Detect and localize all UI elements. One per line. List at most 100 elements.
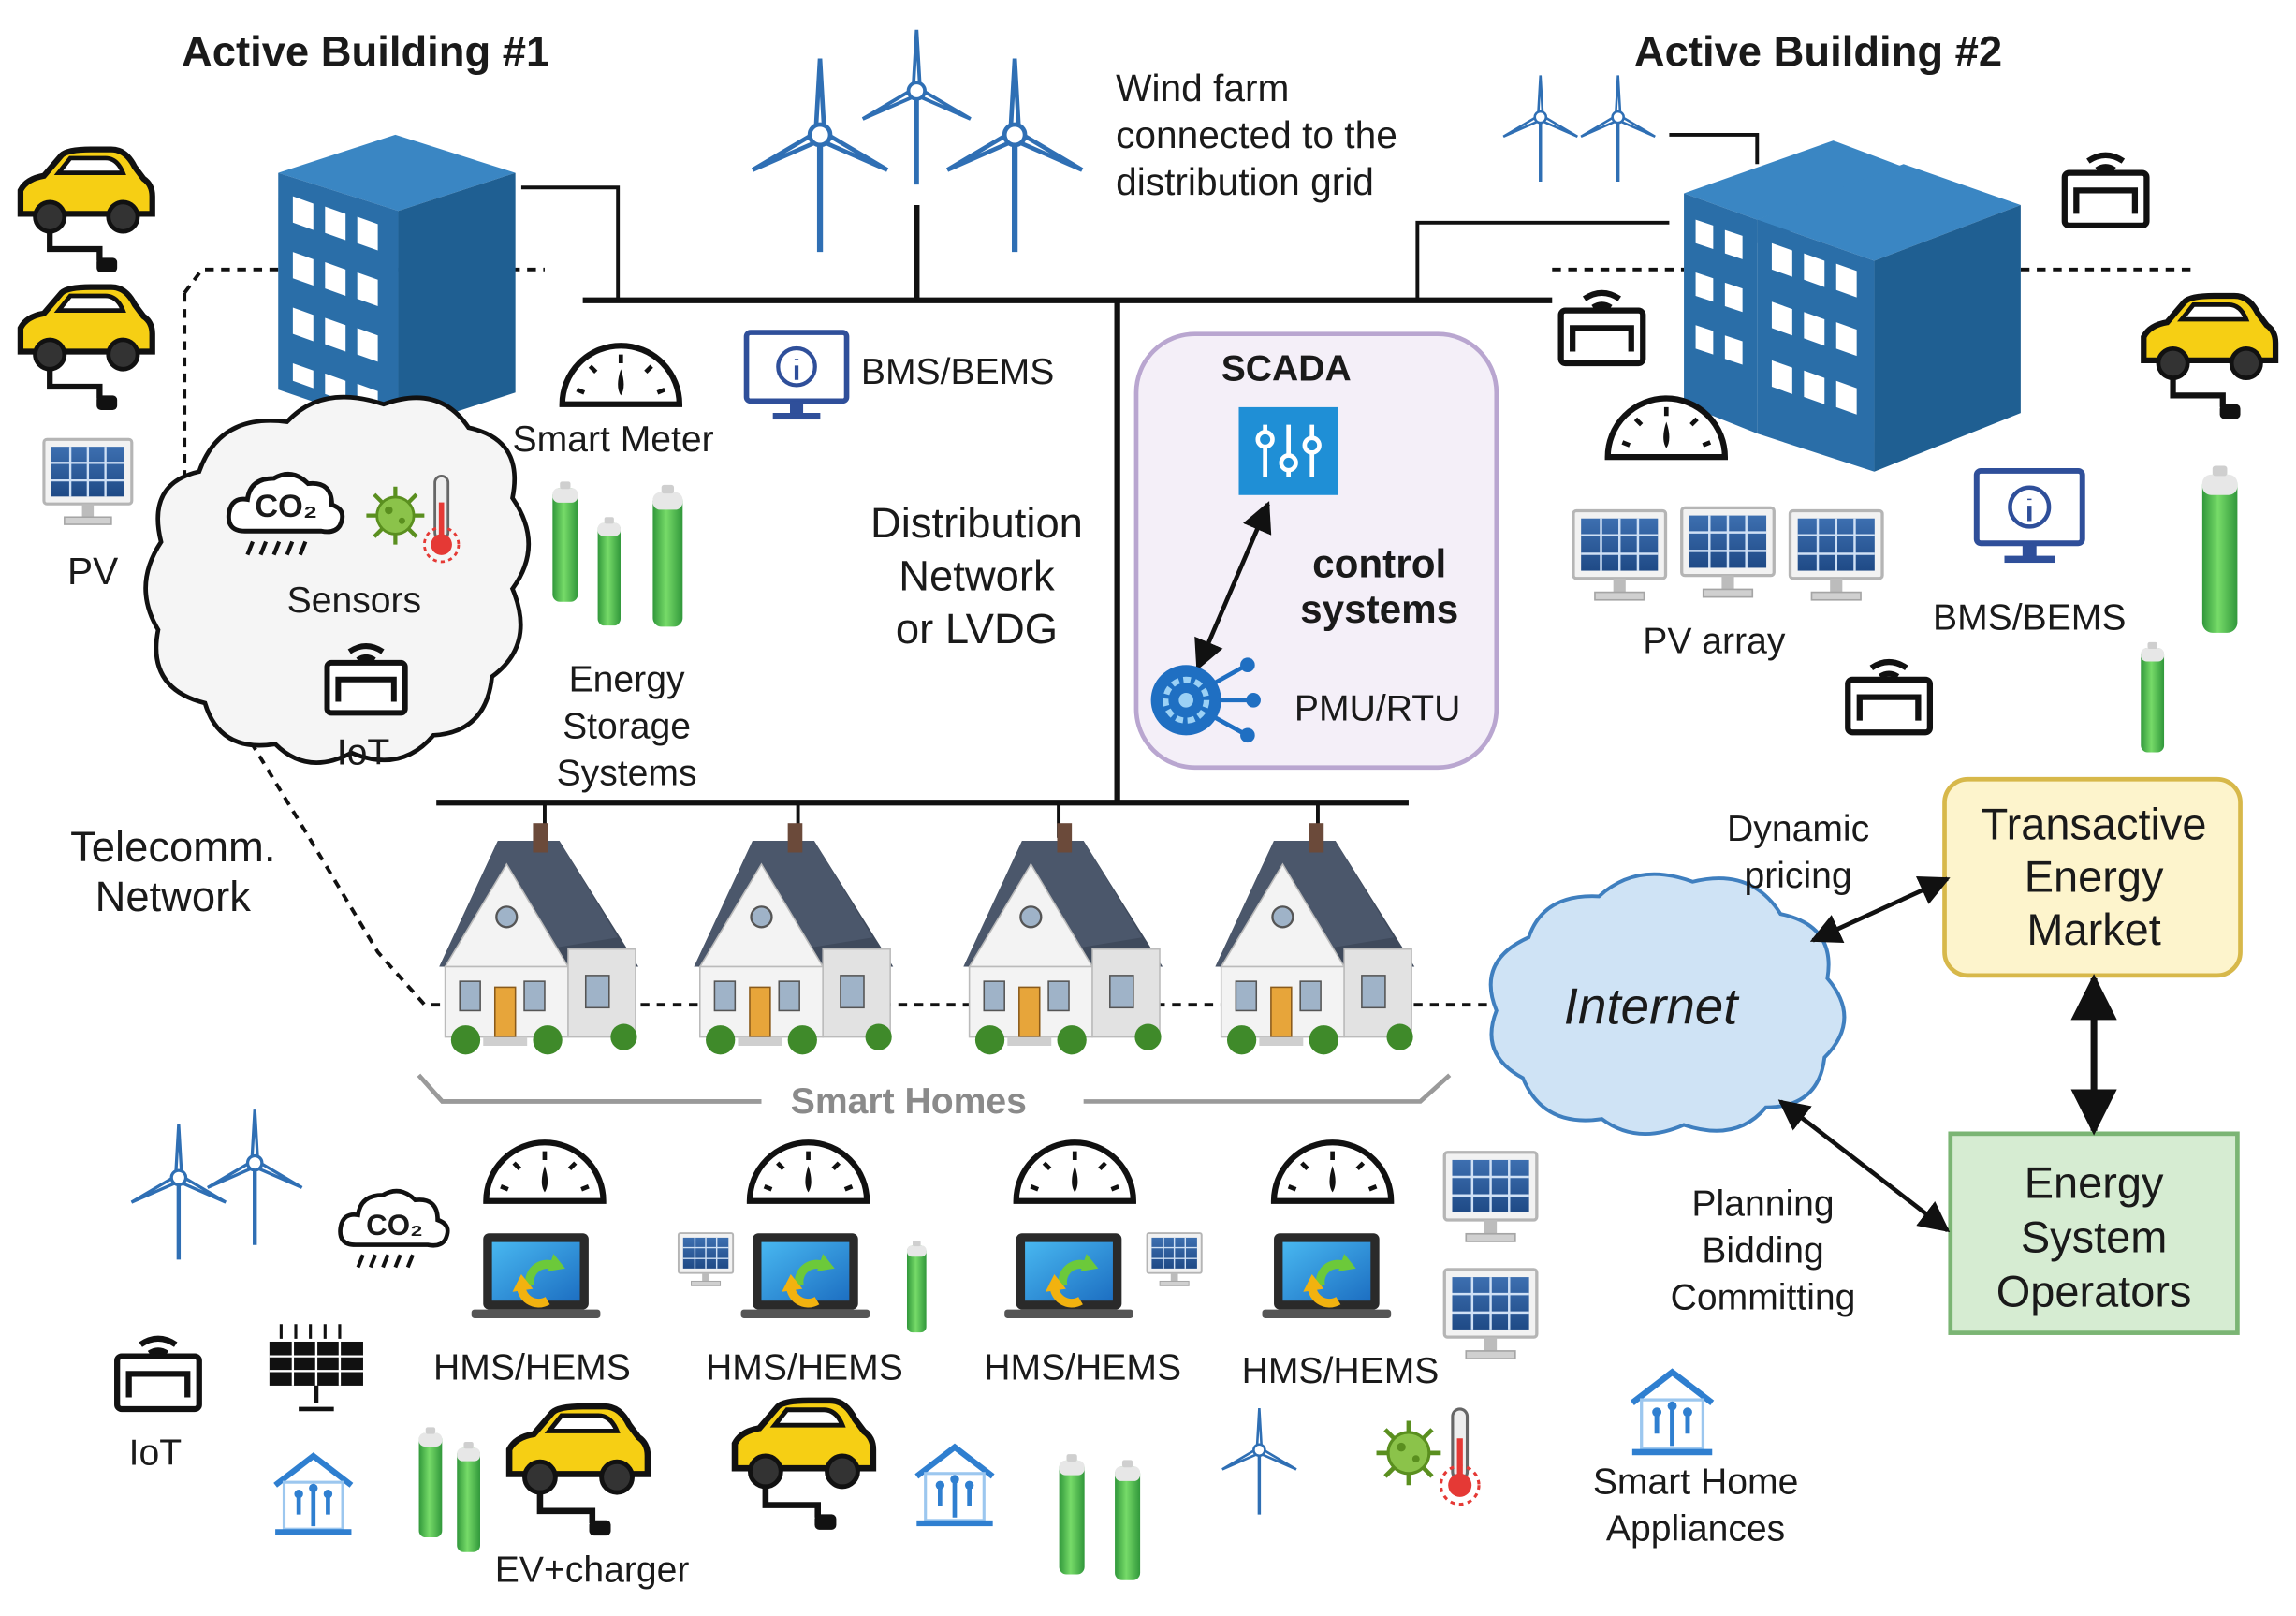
planning-label-line: Committing [1670, 1277, 1856, 1318]
pv-array-panel-icon [1572, 508, 1668, 602]
appliances-label-line: Smart Home [1592, 1462, 1799, 1504]
transactive-label-line: Energy [2024, 854, 2164, 903]
hems-label: HMS/HEMS [706, 1347, 903, 1389]
smart-appliance-icon [1632, 1373, 1712, 1456]
distribution-network-label: Distribution Network or LVDG [852, 498, 1101, 656]
wind-farm-label-line: Wind farm [1116, 66, 1290, 110]
iot-router-icon [1848, 662, 1930, 732]
co2-label: CO₂ [366, 1210, 423, 1242]
pv-label: PV [66, 549, 119, 594]
smart-meter-icon [486, 1142, 603, 1201]
planning-label-line: Planning [1691, 1183, 1835, 1225]
smart-homes-label: Smart Homes [790, 1080, 1027, 1123]
smart-appliance-icon [916, 1447, 992, 1526]
battery-icon [1059, 1454, 1085, 1575]
transactive-label-line: Transactive [1981, 801, 2207, 850]
distribution-label-line: or LVDG [895, 606, 1059, 654]
smart-meter-icon [563, 345, 680, 404]
dynamic-pricing-label: Dynamic pricing [1713, 805, 1882, 899]
dynamic-pricing-line: pricing [1744, 855, 1852, 897]
pmu-rtu-label: PMU/RTU [1294, 688, 1461, 730]
smart-home-house-icon [438, 822, 640, 1056]
wind-farm-label: Wind farm connected to the distribution … [1116, 65, 1397, 205]
battery-icon [652, 484, 683, 627]
smart-home-appliances-label: Smart Home Appliances [1582, 1459, 1810, 1552]
active-building-1-icon [278, 134, 516, 431]
energy-operators-box [1948, 1131, 2240, 1335]
pmu-rtu-icon [1150, 657, 1261, 743]
storage-label: Energy Storage Systems [548, 656, 706, 797]
distribution-bus-lines [436, 205, 1553, 806]
smart-home-house-icon [693, 822, 895, 1056]
pv-array-panel-icon [1680, 506, 1776, 599]
virus-thermometer-icon [1377, 1409, 1480, 1505]
ev-car-icon [2143, 296, 2275, 419]
pv-array-panel-icon [1788, 508, 1884, 602]
hems-label: HMS/HEMS [1241, 1350, 1440, 1392]
distribution-label-line: Network [899, 553, 1055, 601]
pv-panel-icon [42, 437, 134, 526]
battery-icon [2201, 465, 2238, 633]
scada-pmu-arrow [1194, 501, 1272, 671]
storage-label-line: Energy [568, 658, 685, 700]
building2-title: Active Building #2 [1633, 29, 2003, 77]
ev-car-icon [21, 287, 153, 410]
transactive-label-line: Market [2026, 906, 2161, 955]
distribution-label-line: Distribution [870, 501, 1083, 549]
battery-icon [1115, 1460, 1141, 1580]
control-systems-line: systems [1300, 587, 1459, 632]
smart-home-house-icon [1214, 822, 1416, 1056]
battery-icon [597, 517, 621, 626]
pv-array-label: PV array [1643, 621, 1786, 663]
operators-label-line: System [2020, 1213, 2168, 1263]
ev-car-icon [21, 150, 153, 272]
smart-home-house-icon [962, 822, 1164, 1056]
wind-farm-label-line: connected to the [1116, 112, 1397, 157]
iot-router-icon [117, 1339, 199, 1409]
ev-charger-label: EV+charger [494, 1550, 690, 1591]
appliances-label-line: Appliances [1605, 1508, 1786, 1550]
iot-router-icon [2065, 155, 2147, 226]
operators-label-line: Energy [2024, 1160, 2164, 1209]
hems-label: HMS/HEMS [433, 1347, 631, 1389]
sensors-cloud [143, 394, 531, 765]
internet-label: Internet [1563, 978, 1738, 1036]
planning-label-line: Bidding [1702, 1230, 1824, 1271]
building2-small-turbines [1501, 73, 1657, 184]
control-systems-line: control [1312, 541, 1447, 586]
ev-car-icon [509, 1406, 648, 1535]
control-systems-label: control systems [1289, 542, 1470, 633]
hems-laptop-icon [1263, 1233, 1392, 1318]
dynamic-pricing-line: Dynamic [1727, 808, 1870, 850]
scada-control-icon [1238, 406, 1338, 495]
battery-icon [2141, 641, 2165, 753]
smart-meter-label: Smart Meter [512, 419, 714, 461]
iot-label: IoT [128, 1432, 183, 1474]
scada-title: SCADA [1221, 348, 1352, 390]
pv-panel-icon [677, 1232, 735, 1287]
smart-meter-icon [1274, 1142, 1391, 1201]
solar-irradiance-panel-icon [269, 1324, 363, 1412]
telecomm-label-line: Network [95, 874, 251, 922]
telecomm-label-line: Telecomm. [70, 824, 276, 872]
smart-homes-bracket [417, 1073, 762, 1104]
pv-panel-icon [1442, 1268, 1539, 1360]
energy-operators-label: Energy System Operators [1951, 1157, 2238, 1320]
bms-monitor-icon [1977, 471, 2083, 563]
storage-label-line: Storage [563, 706, 692, 747]
planning-bidding-label: Planning Bidding Committing [1655, 1181, 1872, 1321]
bms-monitor-icon [747, 332, 847, 419]
sensors-label: Sensors [286, 580, 422, 622]
feeder-lines [520, 132, 1760, 838]
smart-meter-icon [1016, 1142, 1133, 1201]
iot-router-icon [1561, 293, 1644, 363]
co2-label: CO₂ [255, 487, 318, 525]
pv-panel-icon [1442, 1151, 1539, 1243]
hems-laptop-icon [472, 1233, 601, 1318]
pv-panel-icon [1146, 1232, 1203, 1287]
hems-laptop-icon [741, 1233, 870, 1318]
battery-icon [906, 1241, 927, 1333]
hems-laptop-icon [1004, 1233, 1133, 1318]
